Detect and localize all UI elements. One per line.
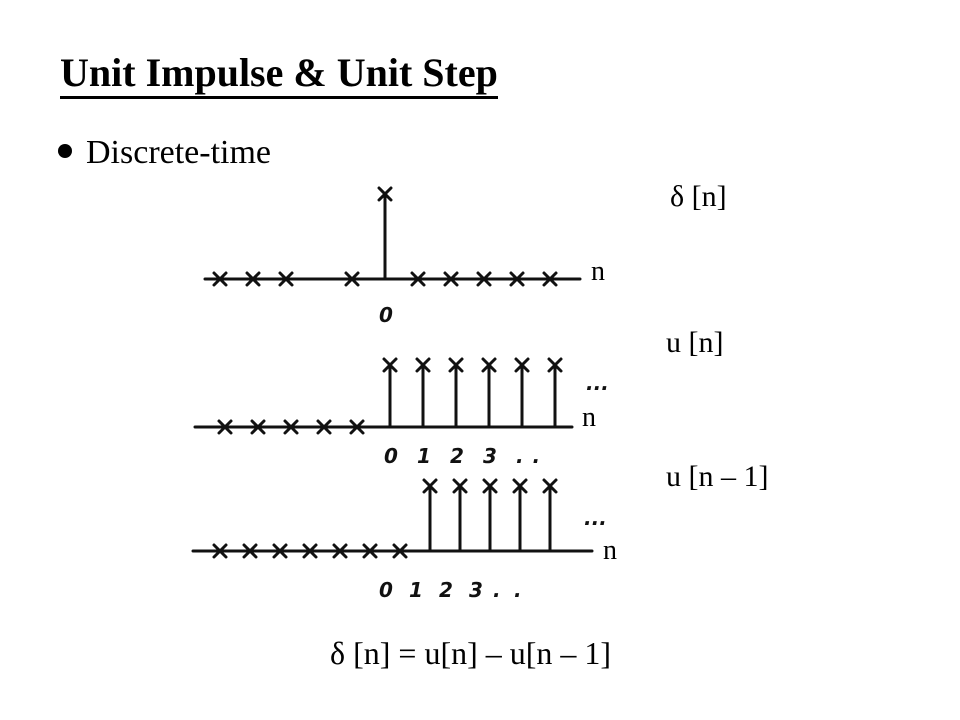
shifted_step-sample-n-1-stroke-b — [362, 543, 378, 559]
impulse-sample-n-5 — [212, 271, 228, 287]
step-sample-n-5-stroke-b — [217, 419, 233, 435]
shifted-step-label: u [n – 1] — [666, 460, 769, 493]
impulse-sample-n-3 — [278, 271, 294, 287]
step-tick-label: 1 — [417, 444, 431, 468]
impulse-sample-n-1-stroke-b — [344, 271, 360, 287]
shifted_step-sample-n2-stroke-b — [452, 478, 468, 494]
step-sample-n5 — [547, 357, 563, 373]
impulse-sample-n4-stroke-b — [509, 271, 525, 287]
step-sample-n3-stroke-b — [481, 357, 497, 373]
impulse-sample-n-4-stroke-b — [245, 271, 261, 287]
impulse-sample-n-4 — [245, 271, 261, 287]
impulse-label: δ [n] — [670, 180, 727, 213]
step-sample-n3 — [481, 357, 497, 373]
impulse-sample-n4 — [509, 271, 525, 287]
shifted_step-sample-n-2 — [332, 543, 348, 559]
step-sample-n-3-stroke-b — [283, 419, 299, 435]
shifted_step-sample-n0 — [392, 543, 408, 559]
shifted-step-axis-n-label: n — [603, 535, 617, 566]
impulse-sample-n-1 — [344, 271, 360, 287]
step-sample-n1 — [415, 357, 431, 373]
impulse-sample-n5 — [542, 271, 558, 287]
impulse-plot: 0 — [203, 186, 582, 327]
step-axis-n-label: n — [582, 402, 596, 433]
shifted_step-continuation-dots: ... — [584, 506, 607, 530]
shifted_step-sample-n-1 — [362, 543, 378, 559]
impulse-sample-n-5-stroke-b — [212, 271, 228, 287]
step-sample-n1-stroke-b — [415, 357, 431, 373]
shifted_step-sample-n-3-stroke-b — [302, 543, 318, 559]
shifted_step-tick-label: . — [514, 578, 522, 602]
impulse-sample-n5-stroke-b — [542, 271, 558, 287]
impulse-sample-n1 — [410, 271, 426, 287]
step-sample-n4-stroke-b — [514, 357, 530, 373]
shifted_step-sample-n2 — [452, 478, 468, 494]
bullet-text: Discrete-time — [86, 134, 272, 171]
shifted_step-sample-n-3 — [302, 543, 318, 559]
shifted_step-sample-n1 — [422, 478, 438, 494]
step-tick-label: 3 — [483, 444, 497, 468]
shifted_step-tick-label: . — [493, 578, 501, 602]
shifted_step-sample-n3-stroke-b — [482, 478, 498, 494]
step-tick-label: . — [516, 444, 524, 468]
impulse-sample-n2-stroke-b — [443, 271, 459, 287]
step-sample-n0-stroke-b — [382, 357, 398, 373]
step-sample-n0 — [382, 357, 398, 373]
impulse-tick-label: 0 — [379, 303, 393, 327]
shifted_step-sample-n1-stroke-b — [422, 478, 438, 494]
shifted_step-sample-n-2-stroke-b — [332, 543, 348, 559]
slide-title: Unit Impulse & Unit Step — [60, 50, 498, 99]
impulse-sample-n2 — [443, 271, 459, 287]
shifted_step-sample-n-4-stroke-b — [272, 543, 288, 559]
shifted_step-tick-label: 2 — [439, 578, 453, 602]
bullet-item: Discrete-time — [58, 133, 271, 172]
shifted_step-sample-n4 — [512, 478, 528, 494]
impulse-sample-n0 — [377, 186, 393, 202]
shifted_step-sample-n4-stroke-b — [512, 478, 528, 494]
step-sample-n2 — [448, 357, 464, 373]
shifted_step-sample-n0-stroke-b — [392, 543, 408, 559]
step-sample-n2-stroke-b — [448, 357, 464, 373]
shifted_step-tick-label: 1 — [409, 578, 423, 602]
shifted_step-sample-n-6-stroke-b — [212, 543, 228, 559]
impulse-sample-n-3-stroke-b — [278, 271, 294, 287]
step-sample-n-4 — [250, 419, 266, 435]
step-tick-label: . — [533, 444, 541, 468]
shifted_step-sample-n-5-stroke-b — [242, 543, 258, 559]
step-continuation-dots: ... — [586, 371, 609, 395]
step-sample-n-2 — [316, 419, 332, 435]
step-sample-n5-stroke-b — [547, 357, 563, 373]
impulse-sample-n3 — [476, 271, 492, 287]
impulse-sample-n3-stroke-b — [476, 271, 492, 287]
shifted_step-sample-n-5 — [242, 543, 258, 559]
shifted_step-sample-n3 — [482, 478, 498, 494]
shifted_step-sample-n-4 — [272, 543, 288, 559]
shifted_step-sample-n5-stroke-b — [542, 478, 558, 494]
identity-formula: δ [n] = u[n] – u[n – 1] — [330, 635, 612, 671]
shifted_step-tick-label: 3 — [469, 578, 483, 602]
step-sample-n-3 — [283, 419, 299, 435]
shifted_step-sample-n-6 — [212, 543, 228, 559]
step-sample-n4 — [514, 357, 530, 373]
step-sample-n-1 — [349, 419, 365, 435]
impulse-sample-n0-stroke-b — [377, 186, 393, 202]
step-sample-n-5 — [217, 419, 233, 435]
step-sample-n-2-stroke-b — [316, 419, 332, 435]
shifted_step-sample-n5 — [542, 478, 558, 494]
step-sample-n-1-stroke-b — [349, 419, 365, 435]
impulse-axis-n-label: n — [591, 256, 605, 287]
bullet-dot-icon — [58, 144, 72, 159]
step-sample-n-4-stroke-b — [250, 419, 266, 435]
impulse-sample-n1-stroke-b — [410, 271, 426, 287]
step-label: u [n] — [666, 326, 724, 359]
step-tick-label: 2 — [450, 444, 464, 468]
shifted_step-tick-label: 0 — [379, 578, 393, 602]
step-tick-label: 0 — [384, 444, 398, 468]
